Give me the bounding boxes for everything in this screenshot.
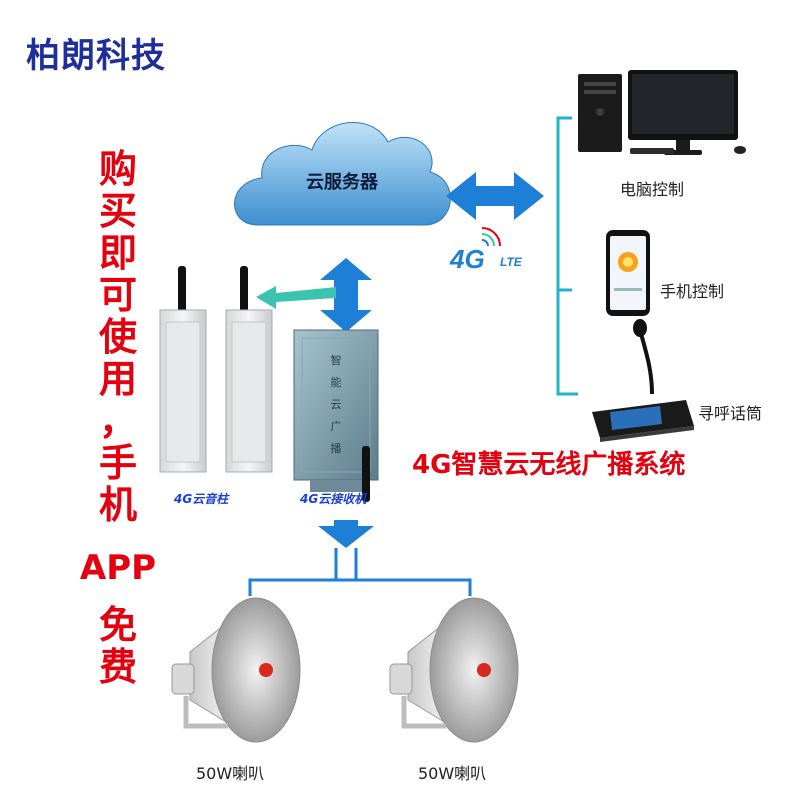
cloud-receiver-icon xyxy=(293,329,379,502)
promo-char: 机 xyxy=(98,483,137,527)
mobile-phone-icon xyxy=(606,230,650,316)
receiver-face-char: 智 xyxy=(331,353,342,367)
lte-label: 4G xyxy=(449,244,485,274)
sound-column-left-icon xyxy=(159,266,207,473)
receiver-face-text: 智 能 云 广 播 xyxy=(331,353,342,455)
lte-sub-label: LTE xyxy=(500,255,523,269)
brand-title: 柏朗科技 xyxy=(26,36,166,76)
speaker-right-label: 50W喇叭 xyxy=(418,764,487,783)
promo-char: 购 xyxy=(98,147,137,191)
promo-char: 买 xyxy=(98,189,137,233)
paging-microphone-icon xyxy=(592,319,694,442)
promo-char: 费 xyxy=(98,645,137,689)
horn-speaker-left-icon xyxy=(171,597,301,743)
speaker-left-label: 50W喇叭 xyxy=(196,764,265,783)
promo-app-text: APP xyxy=(79,548,157,588)
desktop-pc-icon xyxy=(578,70,746,155)
paging-mic-label: 寻呼话筒 xyxy=(698,404,763,423)
receiver-face-char: 广 xyxy=(331,420,342,433)
cloud-label: 云服务器 xyxy=(306,171,379,193)
promo-char: 即 xyxy=(98,231,137,275)
receiver-face-char: 能 xyxy=(331,375,342,389)
promo-char: 手 xyxy=(98,441,137,485)
promo-char: 免 xyxy=(98,603,137,647)
lte-signal-icon xyxy=(481,227,501,247)
receiver-face-char: 播 xyxy=(331,441,342,455)
promo-vertical-text: 购 买 即 可 使 用 ， 手 机 xyxy=(78,148,158,526)
system-title: 4G智慧云无线广播系统 xyxy=(412,450,686,480)
promo-char: 用 xyxy=(98,357,137,401)
cloud-receiver-label: 4G云接收机 xyxy=(300,492,367,506)
promo-free-text: 免 费 xyxy=(78,604,158,688)
double-arrow-vertical-icon xyxy=(320,258,372,332)
device-bracket xyxy=(556,116,578,396)
promo-char: 可 xyxy=(98,273,137,317)
phone-control-label: 手机控制 xyxy=(660,282,725,301)
double-arrow-horizontal-icon xyxy=(446,172,544,220)
pc-control-label: 电脑控制 xyxy=(620,180,685,199)
speaker-connection-lines xyxy=(248,548,472,596)
down-arrow-icon xyxy=(318,520,374,548)
cloud-server-icon xyxy=(234,121,451,226)
sound-column-label: 4G云音柱 xyxy=(174,492,229,506)
teal-arrow-icon xyxy=(256,286,336,309)
promo-char: 使 xyxy=(98,315,137,359)
sound-column-right-icon xyxy=(225,266,273,473)
horn-speaker-right-icon xyxy=(389,597,519,743)
promo-char: ， xyxy=(98,399,137,443)
receiver-face-char: 云 xyxy=(331,398,342,411)
